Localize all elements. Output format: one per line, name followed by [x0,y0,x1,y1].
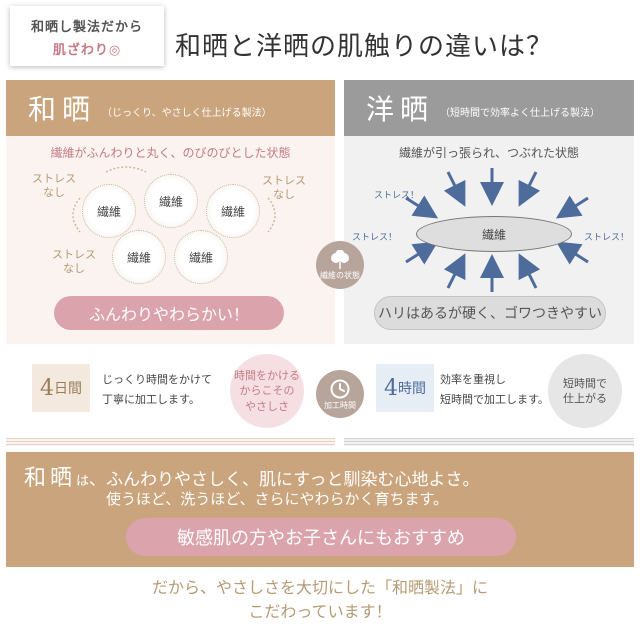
fiber-state-badge: 繊維の状態 [316,241,364,289]
yousarashi-state-caption: 繊維が引っ張られ、つぶれた状態 [398,146,580,160]
wasarashi-bubble: 時間をかける からこその やさしさ [230,354,304,428]
no-stress-label: ストレス なし [52,248,96,276]
process-time-badge: 加工時間 [316,370,364,418]
fiber-round: 繊維 [174,230,228,284]
summary-line-2: 使うほど、洗うほど、さらにやわらかく育ちます。 [106,490,449,508]
yousarashi-ribbon: ハリはあるが硬く、ゴワつきやすい [374,296,606,330]
fiber-round: 繊維 [112,230,166,284]
yousarashi-subtitle: （短時間で効率よく仕上げる製法） [440,107,601,119]
yousarashi-panel: 洋晒 （短時間で効率よく仕上げる製法） 繊維が引っ張られ、つぶれた状態 ストレス… [344,80,634,446]
yousarashi-time-row: 4 時間 効率を重視し 短時間で加工します。 短時間で 仕上がる [344,344,634,438]
yousarashi-duration: 4 時間 [376,364,434,412]
method-badge: 和晒し製法だから 肌ざわり◎ [10,6,164,66]
wasarashi-state-caption: 繊維がふんわりと丸く、のびのびとした状態 [50,146,291,160]
stress-label: ストレス！ [352,233,398,243]
wasarashi-time-desc: じっくり時間をかけて 丁寧に加工します。 [102,370,212,410]
no-stress-label: ストレス なし [262,174,306,202]
time-desc-line: じっくり時間をかけて [102,373,212,386]
badge-line-1: 和晒し製法だから [30,20,143,35]
wasarashi-panel: 和晒 （じっくり、やさしく仕上げる製法） 繊維がふんわりと丸く、のびのびとした状… [6,80,335,446]
summary-line-1-rest: 、ふんわりやさしく、肌にすっと馴染む心地よさ。 [89,470,480,490]
fiber-round: 繊維 [206,184,260,238]
time-desc-line: 効率を重視し [440,373,506,386]
stress-label: ストレス！ [374,191,420,201]
stripe-decor [6,438,335,446]
recommend-ribbon: 敏感肌の方やお子さんにもおすすめ [126,518,516,556]
fiber-state-label: 繊維の状態 [320,270,360,280]
time-desc-line: 丁寧に加工します。 [102,392,200,406]
duration-unit: 日間 [54,381,82,397]
page-title: 和晒と洋晒の肌触りの違いは？ [175,32,554,62]
summary-line-1: 和晒は、ふんわりやさしく、肌にすっと馴染む心地よさ。 [24,460,480,492]
summary-brand: 和晒 [24,466,77,491]
badge-line-2: 肌ざわり◎ [52,43,122,58]
clock-icon [330,379,350,398]
time-desc-line: 短時間で加工します。 [440,392,549,406]
wasarashi-duration: 4 日間 [32,364,90,412]
duration-unit: 時間 [398,381,426,397]
stripe-decor [344,438,634,446]
duration-number: 4 [40,375,54,401]
stress-label: ストレス！ [584,233,630,243]
duration-number: 4 [384,375,398,401]
wasarashi-ribbon: ふんわりやわらかい！ [54,296,284,330]
yousarashi-name: 洋晒 [366,93,435,126]
summary-box: 和晒は、ふんわりやさしく、肌にすっと馴染む心地よさ。 使うほど、洗うほど、さらに… [6,452,634,567]
fiber-round: 繊維 [82,184,136,238]
closing-message: だから、やさしさを大切にした「和晒製法」に こだわっています！ [0,576,640,624]
pressure-arrows-icon [405,168,589,292]
process-time-label: 加工時間 [324,400,356,410]
summary-particle: は [76,474,90,489]
cotton-icon [331,249,349,269]
no-stress-label: ストレス なし [32,172,76,200]
yousarashi-header: 洋晒 （短時間で効率よく仕上げる製法） [344,80,634,136]
closing-line-1: だから、やさしさを大切にした「和晒製法」に [151,578,488,597]
yousarashi-bubble: 短時間で 仕上がる [548,354,622,428]
fiber-crushed: 繊維 [416,216,572,252]
wasarashi-name: 和晒 [28,93,97,126]
wasarashi-time-row: 4 日間 じっくり時間をかけて 丁寧に加工します。 時間をかける からこその や… [6,344,335,438]
closing-line-2: こだわっています！ [248,602,392,621]
wasarashi-header: 和晒 （じっくり、やさしく仕上げる製法） [6,80,335,136]
wasarashi-subtitle: （じっくり、やさしく仕上げる製法） [102,107,272,119]
fiber-round: 繊維 [144,174,198,228]
yousarashi-time-desc: 効率を重視し 短時間で加工します。 [440,370,549,410]
